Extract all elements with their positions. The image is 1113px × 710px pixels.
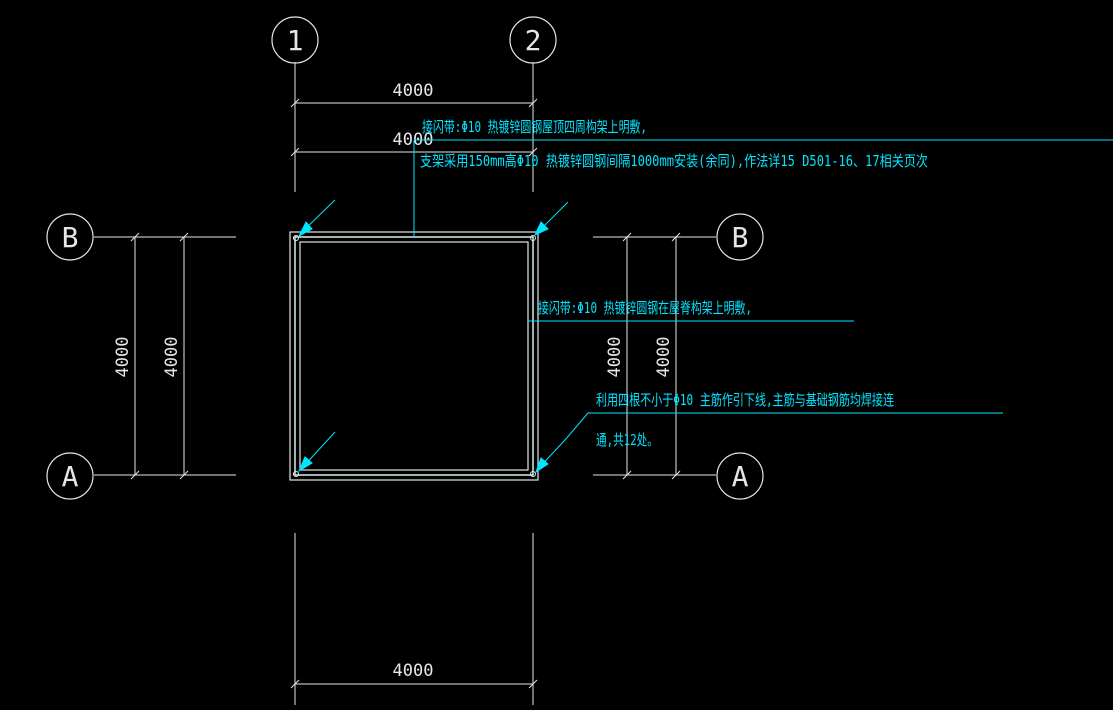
down-lead-ne[interactable] [530,235,536,241]
lightning-belt[interactable] [294,236,534,476]
corner-arrows [297,199,569,474]
leader-downlead [564,412,1003,441]
axis-a-left-bubble[interactable] [46,452,94,500]
axis-b-right-label: B [732,221,749,254]
axis-a-left-label: A [62,460,79,493]
dim-left-1-text: 4000 [113,337,133,378]
dim-bottom-text: 4000 [393,661,434,681]
grid-axis-lines [94,62,716,705]
roof-parapet-inner [299,241,529,471]
roof-outline[interactable] [289,231,539,481]
axis-b-left-label: B [62,221,79,254]
axis-2-label: 2 [525,24,542,57]
dimension-ticks [130,98,681,689]
down-lead-nw[interactable] [293,235,299,241]
annotation-roof-line-2: 支架采用150mm高Φ10 热镀锌圆钢间隔1000mm安装(余同),作法详15 … [420,152,928,170]
annotation-downlead-line-1: 利用四根不小于Φ10 主筋作引下线,主筋与基础钢筋均焊接连 [596,391,894,409]
axis-a-right-bubble[interactable] [716,452,764,500]
dimension-lines [134,102,677,685]
axis-b-left-bubble[interactable] [46,213,94,261]
axis-a-right-label: A [732,460,749,493]
axis-b-right-bubble[interactable] [716,213,764,261]
dim-top-2-text: 4000 [393,130,434,150]
annotation-downlead-line-2: 通,共12处。 [596,431,658,449]
grid-bubbles [46,16,764,500]
down-lead-points [293,235,536,477]
dim-right-2-text: 4000 [654,337,674,378]
axis-1-label: 1 [287,24,304,57]
roof-outer-edge [289,231,539,481]
dimension-texts: 4000 4000 4000 4000 4000 4000 4000 [113,81,674,681]
leader-lines [413,139,1113,441]
axis-1-bubble[interactable] [271,16,319,64]
dim-right-1-text: 4000 [605,337,625,378]
down-lead-se[interactable] [530,471,536,477]
down-lead-sw[interactable] [293,471,299,477]
annotations: 接闪带:Φ10 热镀锌圆钢屋顶四周构架上明敷, 支架采用150mm高Φ10 热镀… [420,118,928,449]
annotation-roof-line-1: 接闪带:Φ10 热镀锌圆钢屋顶四周构架上明敷, [422,118,647,136]
annotation-parapet: 接闪带:Φ10 热镀锌圆钢在屋脊构架上明敷, [538,299,752,317]
axis-2-bubble[interactable] [509,16,557,64]
dim-left-2-text: 4000 [162,337,182,378]
dim-top-1-text: 4000 [393,81,434,101]
grid-bubble-labels: 1 2 B B A A [62,24,749,493]
